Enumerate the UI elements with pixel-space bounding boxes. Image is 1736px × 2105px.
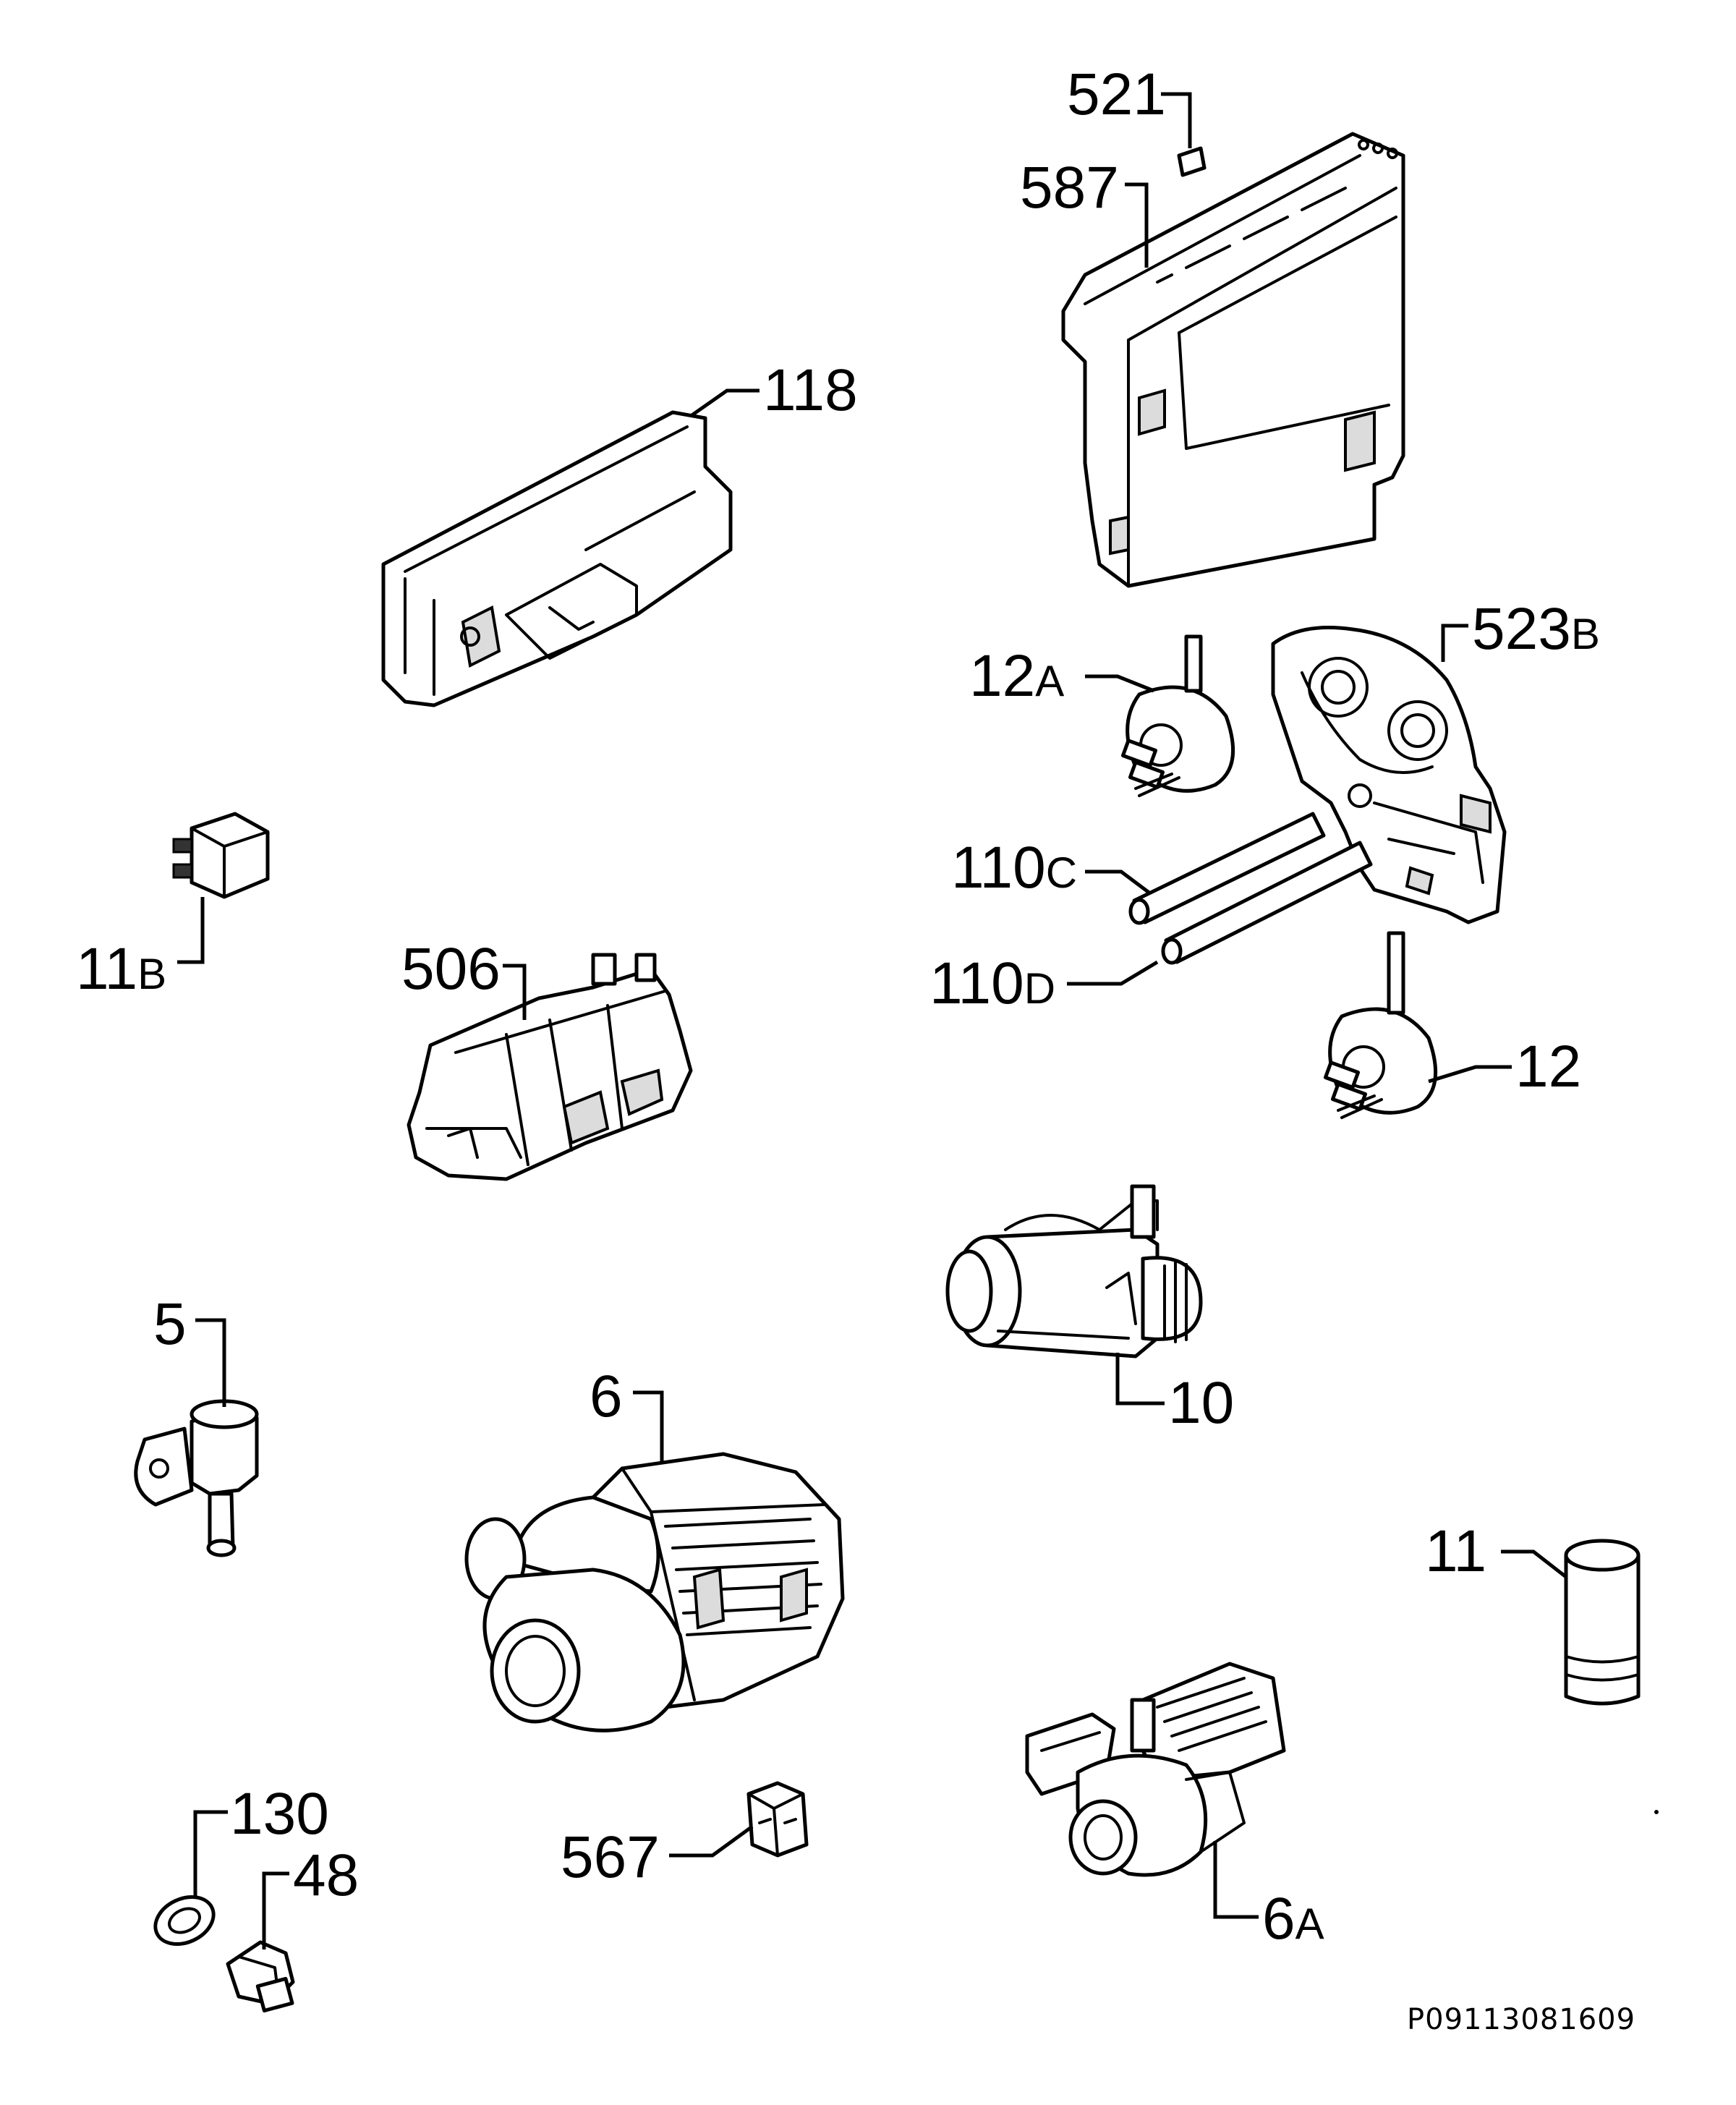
part-11-capacitor <box>1564 1539 1641 1706</box>
label-5: 5 <box>153 1291 187 1357</box>
label-11: 11 <box>1425 1518 1486 1584</box>
part-110d-hose <box>1161 841 1373 965</box>
label-567: 567 <box>561 1824 660 1890</box>
label-6: 6 <box>590 1364 623 1429</box>
label-48: 48 <box>293 1842 359 1908</box>
part-12a-pressure-switch <box>1120 634 1235 797</box>
part-506-detergent-dispenser <box>407 953 693 1181</box>
part-11b-relay <box>172 812 270 899</box>
label-6a: 6A <box>1262 1886 1324 1952</box>
label-110c: 110C <box>951 835 1077 901</box>
part-6a-drain-pump <box>1025 1662 1286 1877</box>
part-12-pressure-switch <box>1323 931 1438 1119</box>
part-521-clip <box>1177 146 1207 177</box>
part-6-circulation-pump <box>464 1452 845 1732</box>
stray-dot <box>1654 1810 1659 1814</box>
part-118-control-housing <box>381 410 733 707</box>
label-11b: 11B <box>76 936 166 1002</box>
label-521: 521 <box>1067 61 1166 127</box>
part-567-connector <box>746 1781 809 1858</box>
part-48-plug <box>226 1940 295 2013</box>
part-5-inlet-valve <box>134 1399 259 1557</box>
label-130: 130 <box>230 1781 329 1847</box>
part-110c-hose <box>1128 812 1326 925</box>
label-12a: 12A <box>969 643 1064 709</box>
label-506: 506 <box>401 936 501 1002</box>
label-10: 10 <box>1168 1370 1234 1436</box>
label-110d: 110D <box>929 951 1055 1016</box>
label-118: 118 <box>763 357 858 423</box>
label-523b: 523B <box>1472 596 1600 662</box>
part-523b-pressure-chamber <box>1271 626 1507 924</box>
label-12: 12 <box>1515 1034 1581 1100</box>
part-130-washer-ring <box>153 1895 216 1946</box>
part-10-heater <box>945 1184 1203 1358</box>
drawing-reference-code: P09113081609 <box>1407 2003 1635 2036</box>
label-587: 587 <box>1020 155 1119 221</box>
